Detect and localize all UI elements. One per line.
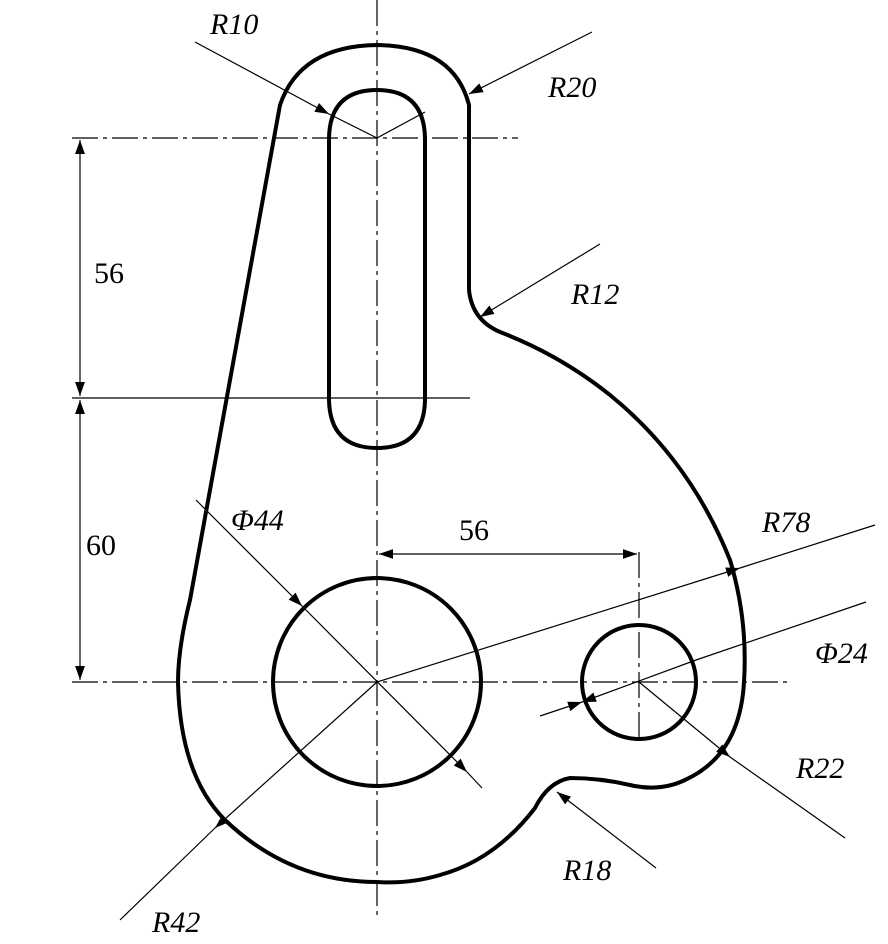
hole-small <box>580 623 698 741</box>
label-r22: R22 <box>795 752 844 785</box>
label-d24: Φ24 <box>815 637 868 670</box>
slot <box>327 88 427 450</box>
hole-large <box>271 576 483 788</box>
leader-d44-tail <box>466 771 483 789</box>
leader-r78 <box>376 567 741 683</box>
label-d44: Φ44 <box>231 504 284 537</box>
leader-d24-mid <box>581 659 697 703</box>
leader-r18 <box>556 791 657 869</box>
leader-r10-to-center <box>328 113 378 139</box>
leader-r78-tail <box>739 524 876 569</box>
label-dim56-vertical: 56 <box>94 257 124 290</box>
outer-contour <box>176 43 747 885</box>
label-dim56-horizontal: 56 <box>459 514 489 547</box>
leader-r12 <box>479 243 601 318</box>
label-r78: R78 <box>761 506 810 539</box>
part-outline <box>176 43 747 885</box>
leader-r42 <box>214 681 378 829</box>
label-r10: R10 <box>209 8 258 41</box>
label-r12: R12 <box>570 278 619 311</box>
leader-d24-tail <box>695 601 867 661</box>
leader-d44 <box>195 499 303 607</box>
leader-r20 <box>468 31 593 95</box>
leader-r22 <box>638 681 731 758</box>
dimensions <box>72 31 876 921</box>
leader-r22-tail <box>729 756 846 839</box>
leader-d24 <box>539 701 583 717</box>
dimension-labels: R10 R20 R12 56 60 Φ44 56 R78 Φ24 R22 R18… <box>86 8 868 939</box>
label-r20: R20 <box>547 71 596 104</box>
leader-r10 <box>194 41 330 115</box>
label-dim60-vertical: 60 <box>86 529 116 562</box>
center-lines <box>72 0 792 918</box>
leader-d44-mid <box>301 605 468 773</box>
leader-r20-to-center <box>376 111 426 139</box>
label-r18: R18 <box>562 854 611 887</box>
label-r42: R42 <box>151 906 200 939</box>
leader-r42-tail <box>119 827 216 921</box>
